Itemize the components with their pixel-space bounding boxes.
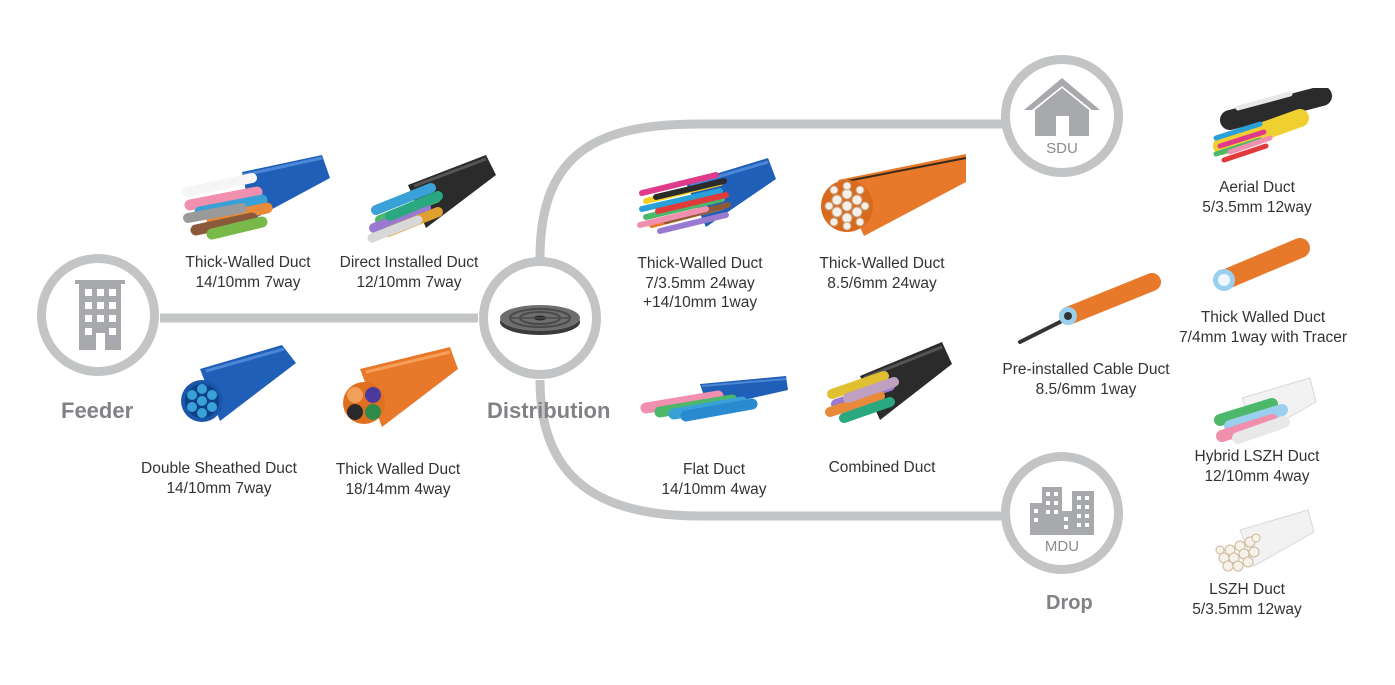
mdu-node: MDU xyxy=(1001,452,1123,574)
thick-walled-duct-7way-image xyxy=(182,150,332,245)
feeder-node xyxy=(37,254,159,376)
thick-walled-duct-4way-image xyxy=(342,347,462,432)
sdu-node: SDU xyxy=(1001,55,1123,177)
product-caption-p3: Double Sheathed Duct 14/10mm 7way xyxy=(141,460,297,497)
lszh-duct-image xyxy=(1212,508,1317,573)
house-icon xyxy=(1024,78,1100,136)
combined-duct-image xyxy=(824,340,954,430)
mdu-label: MDU xyxy=(1044,538,1080,555)
hybrid-lszh-duct-image xyxy=(1212,376,1322,448)
double-sheathed-duct-image xyxy=(180,345,300,430)
sdu-label: SDU xyxy=(1046,140,1078,157)
distribution-node xyxy=(479,257,601,379)
manhole-cover-icon xyxy=(500,305,580,335)
product-caption-p2: Direct Installed Duct 12/10mm 7way xyxy=(339,254,479,291)
distribution-to-mdu-line xyxy=(535,379,1005,521)
pre-installed-cable-duct-image xyxy=(1016,264,1161,349)
feeder-label: Feeder xyxy=(61,398,134,423)
office-building-icon xyxy=(75,280,125,350)
thick-walled-duct-24way-blue-image xyxy=(636,155,781,240)
product-caption-p4: Thick Walled Duct 18/14mm 4way xyxy=(335,461,461,498)
distribution-to-sdu-line xyxy=(535,119,1005,259)
thick-walled-duct-24way-orange-image xyxy=(820,152,970,242)
direct-installed-duct-image xyxy=(366,150,501,245)
distribution-label: Distribution xyxy=(487,398,611,423)
product-caption-p1: Thick-Walled Duct 14/10mm 7way xyxy=(185,254,311,291)
product-caption-p10: Aerial Duct 5/3.5mm 12way xyxy=(1202,179,1312,216)
product-caption-p5: Thick-Walled Duct 7/3.5mm 24way +14/10mm… xyxy=(637,255,763,311)
thick-walled-duct-tracer-image xyxy=(1210,236,1310,296)
product-caption-p8: Combined Duct xyxy=(828,459,936,476)
product-caption-p6: Thick-Walled Duct 8.5/6mm 24way xyxy=(819,255,945,292)
flat-duct-image xyxy=(638,372,790,427)
product-caption-p9: Pre-installed Cable Duct 8.5/6mm 1way xyxy=(1002,361,1170,398)
drop-label: Drop xyxy=(1046,592,1093,614)
aerial-duct-image xyxy=(1210,88,1335,173)
product-caption-p12: Hybrid LSZH Duct 12/10mm 4way xyxy=(1194,448,1320,485)
product-caption-p11: Thick Walled Duct 7/4mm 1way with Tracer xyxy=(1179,309,1347,346)
product-caption-p7: Flat Duct 14/10mm 4way xyxy=(661,461,767,498)
city-buildings-icon xyxy=(1030,487,1094,535)
product-caption-p13: LSZH Duct 5/3.5mm 12way xyxy=(1192,581,1302,618)
